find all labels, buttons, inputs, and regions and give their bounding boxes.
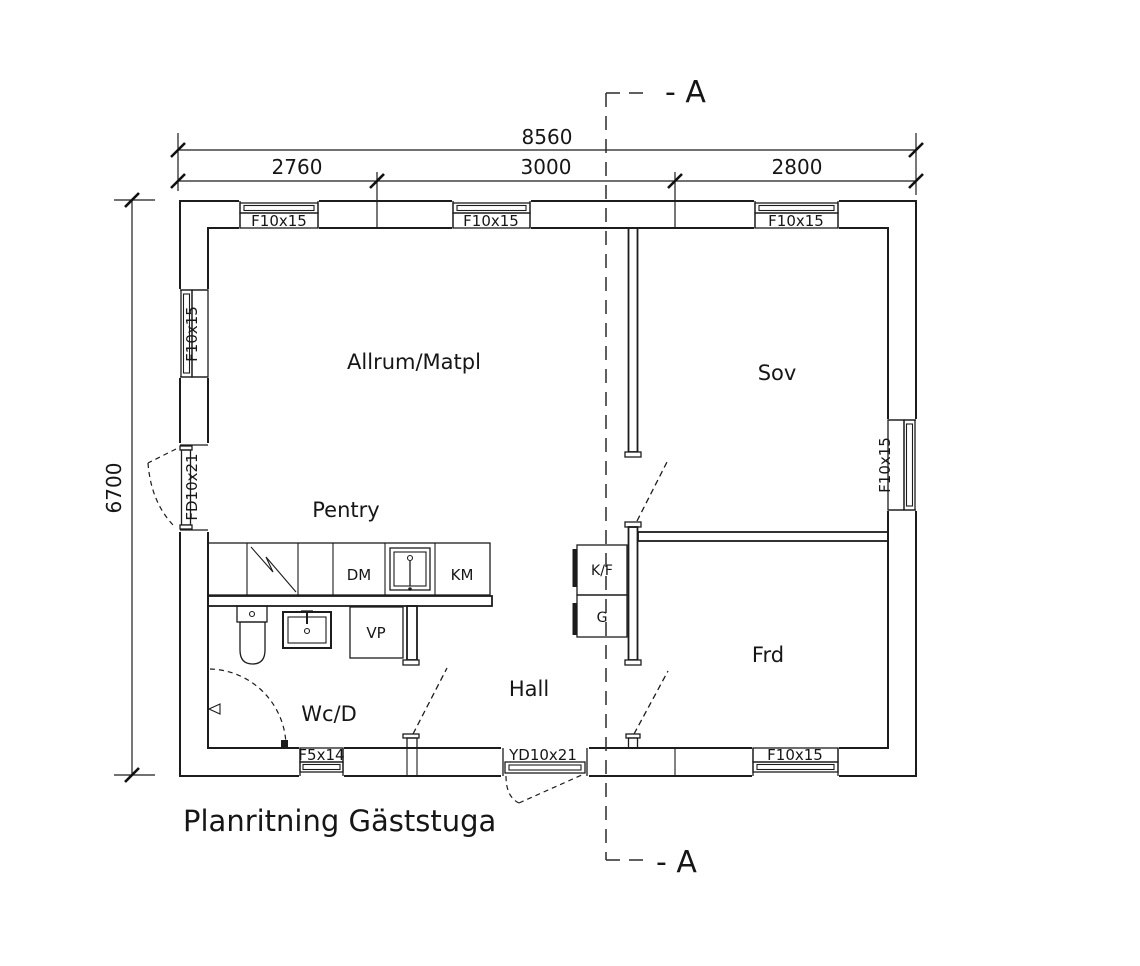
dim-segment-3-text: 2800 [772,155,823,179]
bedroom-storage-wall [637,531,889,542]
room-label-storage: Frd [752,643,784,667]
window-right-label: F10x15 [876,437,894,493]
washing-machine-label: KM [451,566,474,584]
dim-segment-2-text: 3000 [521,155,572,179]
window-bottom-label: F10x15 [767,746,823,764]
door-fd10x21-swing [147,448,177,528]
pentry-wc-wall [207,595,493,607]
water-heater: VP [349,606,404,659]
room-label-bedroom: Sov [758,361,797,385]
door-yd10x21-label: YD10x21 [508,746,577,764]
window-top-3: F10x15 [754,199,839,230]
door-fd10x21-label: FD10x21 [183,453,201,520]
window-left: F10x15 [178,289,210,378]
wc-hall-door-leaf [412,667,448,735]
window-right: F10x15 [876,419,918,511]
section-label-bottom: - A [656,845,697,880]
window-top-3-label: F10x15 [768,212,824,230]
dishwasher-label: DM [347,566,372,584]
drawing-title: Planritning Gäststuga [183,804,496,838]
room-label-kitchenette: Pentry [312,498,379,522]
fridge-door-line [572,549,577,587]
section-label-top: - A [665,75,706,110]
wc-door-post [406,737,418,749]
exterior-wall-inner [207,227,889,749]
window-f5x14-label: F5x14 [298,746,344,764]
section-line: - A - A [605,75,706,880]
window-bottom-f10x15: F10x15 [752,746,839,778]
washbasin [282,610,332,649]
dim-total-width-text: 8560 [522,125,573,149]
window-top-2-label: F10x15 [463,212,519,230]
kitchen-counter: DM KM [207,542,491,596]
wardrobe-door-line [572,603,577,635]
dim-segment-1-text: 2760 [272,155,323,179]
wc-walls [207,595,493,749]
wardrobe-box [576,594,628,638]
fridge-freezer-label: K/F [591,563,613,579]
dimension-segments: 2760 3000 2800 [170,155,924,228]
wc-right-wall [406,605,418,661]
dimension-height: 6700 [102,192,155,783]
hall-partition-wall [624,521,642,666]
wc-wall-cap [402,659,420,666]
window-f5x14: F5x14 [298,746,345,778]
door-direction-marker [207,703,221,715]
door-fd10x21: FD10x21 [147,443,210,532]
room-label-hall: Hall [509,677,549,701]
room-label-wc: Wc/D [301,702,357,726]
window-top-1-label: F10x15 [251,212,307,230]
window-top-2: F10x15 [452,199,531,230]
wc-door-swing [207,668,288,748]
door-yd10x21-swing [505,773,585,804]
water-heater-label: VP [366,624,385,642]
room-label-living: Allrum/Matpl [347,350,481,374]
bottom-wall-joints [406,748,676,776]
storage-door-leaf [633,670,669,735]
wardrobe-label: G [597,610,608,626]
bedroom-door-leaf [636,461,668,522]
window-top-1: F10x15 [239,199,319,230]
storage-door-post [625,733,641,749]
fridge-wardrobe-unit: K/F G [572,544,628,638]
toilet [236,605,268,665]
window-left-label: F10x15 [183,306,201,362]
bedroom-partition-wall [624,227,642,458]
kitchen-sink [389,547,431,591]
counter-break-symbol [250,546,297,593]
dimension-total-width: 8560 [170,125,924,195]
door-yd10x21: YD10x21 [501,746,589,804]
dim-height-text: 6700 [102,463,126,514]
